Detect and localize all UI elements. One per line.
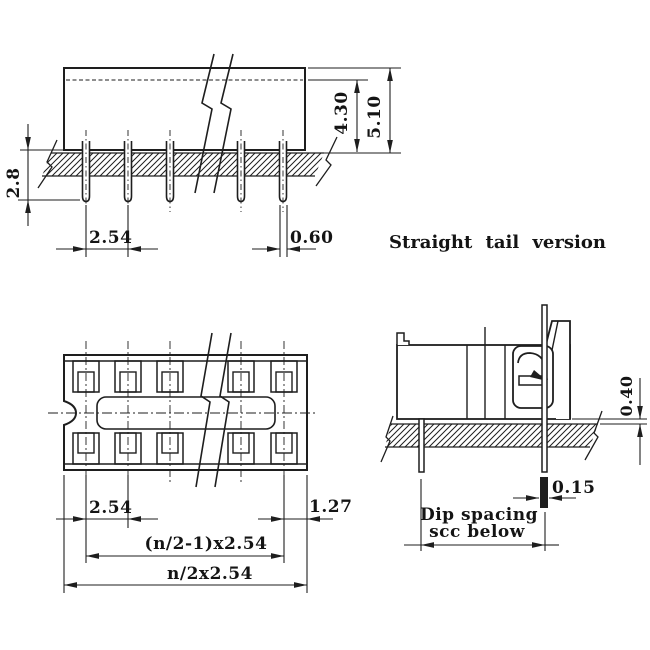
dim-label-total: n/2x2.54 [167,564,253,584]
dimension-total-length: n/2x2.54 [63,564,308,588]
dimension-pitch-top: 2.54 [56,498,158,522]
pin-thickness-bar [540,477,548,508]
dim-label-4-30: 4.30 [332,91,352,134]
dim-label-0-15: 0.15 [552,478,595,498]
dim-label-0-40: 0.40 [617,376,636,417]
dimension-pin-width: 0.60 [252,205,333,257]
top-view: 2.54 1.27 (n/2-1)x2.54 n/2x2.54 [48,332,352,593]
break-line [213,53,234,194]
caption-straight-tail: Straight tail version [389,232,606,253]
pcb-break-right [584,410,603,461]
center-slot [96,396,276,430]
break-line [195,332,213,488]
side-view: 2.8 2.54 0.60 4.30 [4,53,606,257]
note-dip-spacing-line2: scc below [429,522,525,542]
dimension-pin-thickness: 0.15 [513,477,595,508]
note-dip-spacing-line1: Dip spacing [420,505,538,525]
dim-label-2-8: 2.8 [4,167,24,198]
end-view: 0.40 0.15 Dip spacing scc below [380,304,647,551]
dim-label-2-54-top: 2.54 [89,498,132,518]
dimension-contact-span: (n/2-1)x2.54 [85,534,285,559]
contact-pin [418,418,425,473]
pcb-break-left [380,415,394,463]
socket-body-top [63,354,308,471]
break-line [214,332,232,488]
dim-label-span: (n/2-1)x2.54 [145,534,268,554]
dim-label-0-60: 0.60 [290,228,333,248]
dim-label-2-54: 2.54 [89,228,132,248]
pcb-break-right [315,136,338,187]
dimension-standoff: 0.40 [572,376,647,465]
dimension-total-height: 5.10 [308,67,401,154]
dimension-end-offset: 1.27 [258,497,352,522]
socket-body-side [63,67,306,151]
dimension-inner-height: 4.30 [308,79,368,153]
dim-label-1-27: 1.27 [309,497,352,517]
dim-label-5-10: 5.10 [365,95,385,138]
dimension-pin-pitch-side: 2.54 [56,205,158,257]
pcb-cross-section [37,136,338,189]
contact-pin [541,304,548,473]
dimension-dip-spacing: Dip spacing scc below [404,479,559,551]
pcb-break-left [37,139,58,189]
body-tab [396,332,410,345]
dimension-pin-protrusion: 2.8 [4,124,80,226]
break-line [194,53,215,194]
